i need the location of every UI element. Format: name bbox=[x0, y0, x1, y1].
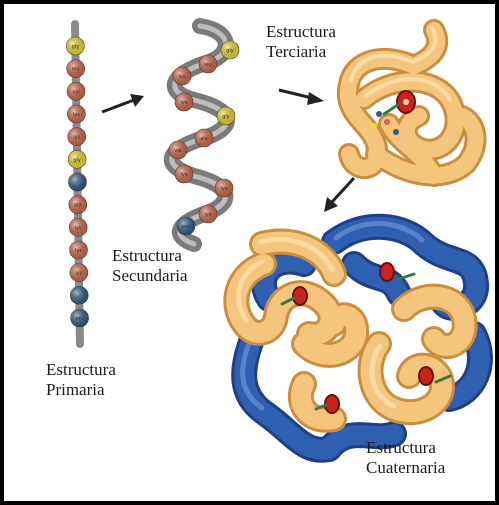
label-primaria-line1: Estructura bbox=[46, 360, 116, 380]
helix-bead: gly bbox=[217, 107, 235, 125]
helix-bead-label: val bbox=[174, 148, 181, 154]
primary-bead-label: lys bbox=[75, 248, 82, 254]
helix-bead: ala bbox=[195, 129, 213, 147]
primary-bead bbox=[68, 173, 86, 191]
primary-bead: lys bbox=[70, 264, 88, 282]
helix-bead-label: lys bbox=[181, 100, 188, 106]
primary-bead: lys bbox=[68, 128, 86, 146]
label-terciaria: Estructura Terciaria bbox=[266, 22, 336, 62]
primary-bead-label: ala bbox=[74, 203, 82, 209]
helix-bead-label: gly bbox=[226, 48, 234, 54]
helix-bead-label: gly bbox=[222, 114, 230, 120]
helix-bead-label: pro bbox=[182, 224, 190, 230]
primary-bead: pro bbox=[71, 309, 89, 327]
helix-bead-label: ala bbox=[200, 136, 208, 142]
primary-bead-label: pro bbox=[76, 316, 84, 322]
primary-bead-label: gly bbox=[72, 44, 80, 50]
label-secundaria: Estructura Secundaria bbox=[112, 246, 188, 286]
primary-bead-label: lys bbox=[75, 271, 82, 277]
primary-bead-label: lys bbox=[73, 135, 80, 141]
primary-bead: lys bbox=[70, 241, 88, 259]
primary-bead-label: lys bbox=[73, 112, 80, 118]
primary-bead: val bbox=[67, 82, 85, 100]
quaternary-structure bbox=[236, 224, 480, 450]
helix-bead: lys bbox=[175, 93, 193, 111]
helix-bead-label: lys bbox=[179, 74, 186, 80]
helix-bead: leu bbox=[199, 55, 217, 73]
arrow-primary-to-secondary bbox=[102, 94, 144, 112]
primary-bead bbox=[70, 286, 88, 304]
primary-bead-label: leu bbox=[72, 67, 80, 73]
helix-bead: lys bbox=[173, 67, 191, 85]
tertiary-structure bbox=[348, 28, 476, 176]
helix-bead-label: leu bbox=[204, 62, 212, 68]
label-primaria-line2: Primaria bbox=[46, 380, 116, 400]
arrow-tertiary-to-quaternary bbox=[324, 178, 354, 212]
primary-bead-label: val bbox=[72, 89, 79, 95]
label-terciaria-line1: Estructura bbox=[266, 22, 336, 42]
label-secundaria-line1: Estructura bbox=[112, 246, 188, 266]
primary-bead: leu bbox=[67, 60, 85, 78]
primary-structure: gly leu val lys lys gly ala lys lys lys pro bbox=[66, 24, 88, 344]
helix-bead-label: lys bbox=[221, 186, 228, 192]
label-cuaternaria: Estructura Cuaternaria bbox=[366, 438, 445, 478]
helix-bead: lys bbox=[215, 179, 233, 197]
label-secundaria-line2: Secundaria bbox=[112, 266, 188, 286]
primary-bead: gly bbox=[68, 150, 86, 168]
protein-structure-illustration: gly leu val lys lys gly ala lys lys lys pro gly leu… bbox=[4, 4, 495, 501]
primary-bead: lys bbox=[67, 105, 85, 123]
helix-bead: lys bbox=[199, 205, 217, 223]
arrow-secondary-to-tertiary bbox=[279, 90, 324, 105]
helix-bead: pro bbox=[177, 217, 195, 235]
helix-bead: val bbox=[169, 141, 187, 159]
helix-bead: gly bbox=[221, 41, 239, 59]
primary-bead: lys bbox=[69, 218, 87, 236]
secondary-structure: gly leu lys lys gly ala val lys lys lys pro bbox=[169, 26, 239, 244]
helix-bead-label: lys bbox=[181, 172, 188, 178]
helix-bead-label: lys bbox=[205, 212, 212, 218]
primary-bead-label: lys bbox=[75, 225, 82, 231]
helix-bead: lys bbox=[175, 165, 193, 183]
label-primaria: Estructura Primaria bbox=[46, 360, 116, 400]
label-cuaternaria-line2: Cuaternaria bbox=[366, 458, 445, 478]
primary-bead-label: gly bbox=[73, 157, 81, 163]
primary-bead: gly bbox=[66, 37, 84, 55]
label-terciaria-line2: Terciaria bbox=[266, 42, 336, 62]
label-cuaternaria-line1: Estructura bbox=[366, 438, 445, 458]
primary-bead: ala bbox=[69, 196, 87, 214]
